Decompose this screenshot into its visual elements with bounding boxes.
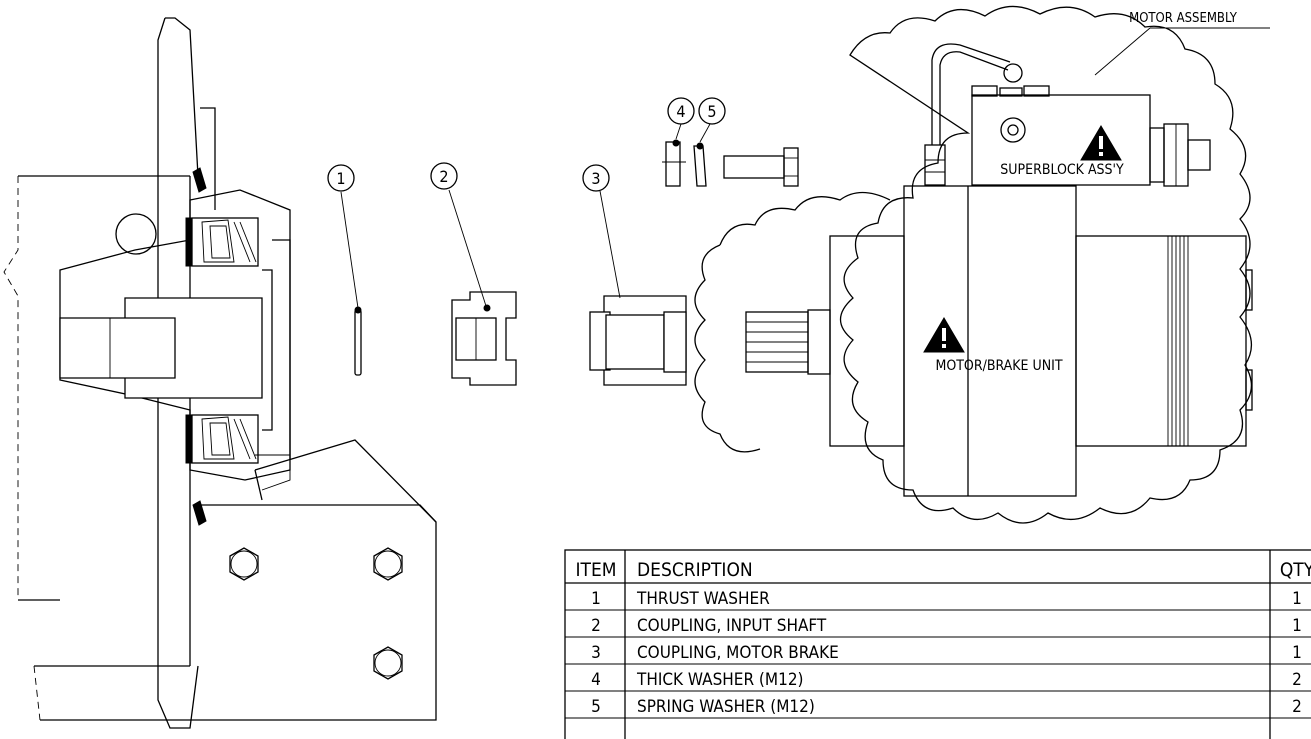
superblock-assembly: SUPERBLOCK ASS'Y	[924, 43, 1211, 187]
motor-brake-unit: MOTOR/BRAKE UNIT	[745, 185, 1253, 497]
table-row: 4 THICK WASHER (M12) 2	[591, 670, 1302, 690]
parts-table: ITEM DESCRIPTION QTY 1 THRUST WASHER 1 2…	[564, 549, 1311, 739]
callout-4-label: 4	[676, 102, 685, 121]
callout-5-circle	[698, 97, 726, 125]
table-row: 2 COUPLING, INPUT SHAFT 1	[591, 616, 1302, 636]
hex-bolt-icon	[723, 147, 799, 187]
table-cell-description: COUPLING, MOTOR BRAKE	[637, 643, 839, 663]
hex-bolt-icon	[229, 547, 259, 581]
callout-2-label: 2	[439, 167, 448, 186]
table-row: 5 SPRING WASHER (M12) 2	[591, 697, 1302, 717]
table-cell-item: 4	[591, 670, 601, 690]
table-cell-qty: 1	[1292, 589, 1302, 609]
callout-3-circle	[582, 164, 610, 192]
table-cell-description: THRUST WASHER	[636, 589, 770, 609]
part-thrust-washer: 1	[327, 164, 362, 376]
table-cell-description: THICK WASHER (M12)	[636, 670, 804, 690]
table-header-description: DESCRIPTION	[637, 559, 753, 581]
callout-5-label: 5	[707, 102, 716, 121]
upper-tapered-bearing	[185, 217, 259, 267]
motor-assembly-label: MOTOR ASSEMBLY	[1129, 11, 1238, 26]
callout-1-circle	[327, 164, 355, 192]
table-cell-item: 5	[591, 697, 601, 717]
table-cell-qty: 2	[1292, 670, 1302, 690]
table-header-item: ITEM	[575, 559, 616, 581]
table-cell-qty: 2	[1292, 697, 1302, 717]
callout-4-circle	[667, 97, 695, 125]
warning-triangle-icon	[923, 317, 965, 353]
table-cell-qty: 1	[1292, 643, 1302, 663]
part-spring-washer: 5	[693, 97, 726, 187]
hex-bolt-icon	[373, 547, 403, 581]
hex-bolt-icon	[373, 646, 403, 680]
table-cell-description: COUPLING, INPUT SHAFT	[637, 616, 827, 636]
callout-1-label: 1	[336, 169, 345, 188]
motor-assembly-cloud: SUPERBLOCK ASS'Y	[694, 5, 1270, 524]
warning-triangle-icon	[1080, 125, 1122, 161]
table-row: 1 THRUST WASHER 1	[591, 589, 1302, 609]
part-thick-washer: 4	[662, 97, 695, 187]
callout-3-label: 3	[591, 169, 600, 188]
part-coupling-motor-brake: 3	[582, 164, 687, 386]
table-cell-item: 3	[591, 643, 601, 663]
callout-2-circle	[430, 162, 458, 190]
table-row: 3 COUPLING, MOTOR BRAKE 1	[591, 643, 1302, 663]
motor-brake-label: MOTOR/BRAKE UNIT	[935, 358, 1062, 374]
table-cell-qty: 1	[1292, 616, 1302, 636]
hub-housing-section	[3, 17, 437, 729]
lower-tapered-bearing	[185, 414, 259, 464]
superblock-label: SUPERBLOCK ASS'Y	[1000, 162, 1124, 178]
table-cell-item: 2	[591, 616, 601, 636]
part-coupling-input-shaft: 2	[430, 162, 517, 386]
table-cell-item: 1	[591, 589, 601, 609]
table-cell-description: SPRING WASHER (M12)	[637, 697, 815, 717]
table-header-qty: QTY	[1280, 559, 1311, 581]
